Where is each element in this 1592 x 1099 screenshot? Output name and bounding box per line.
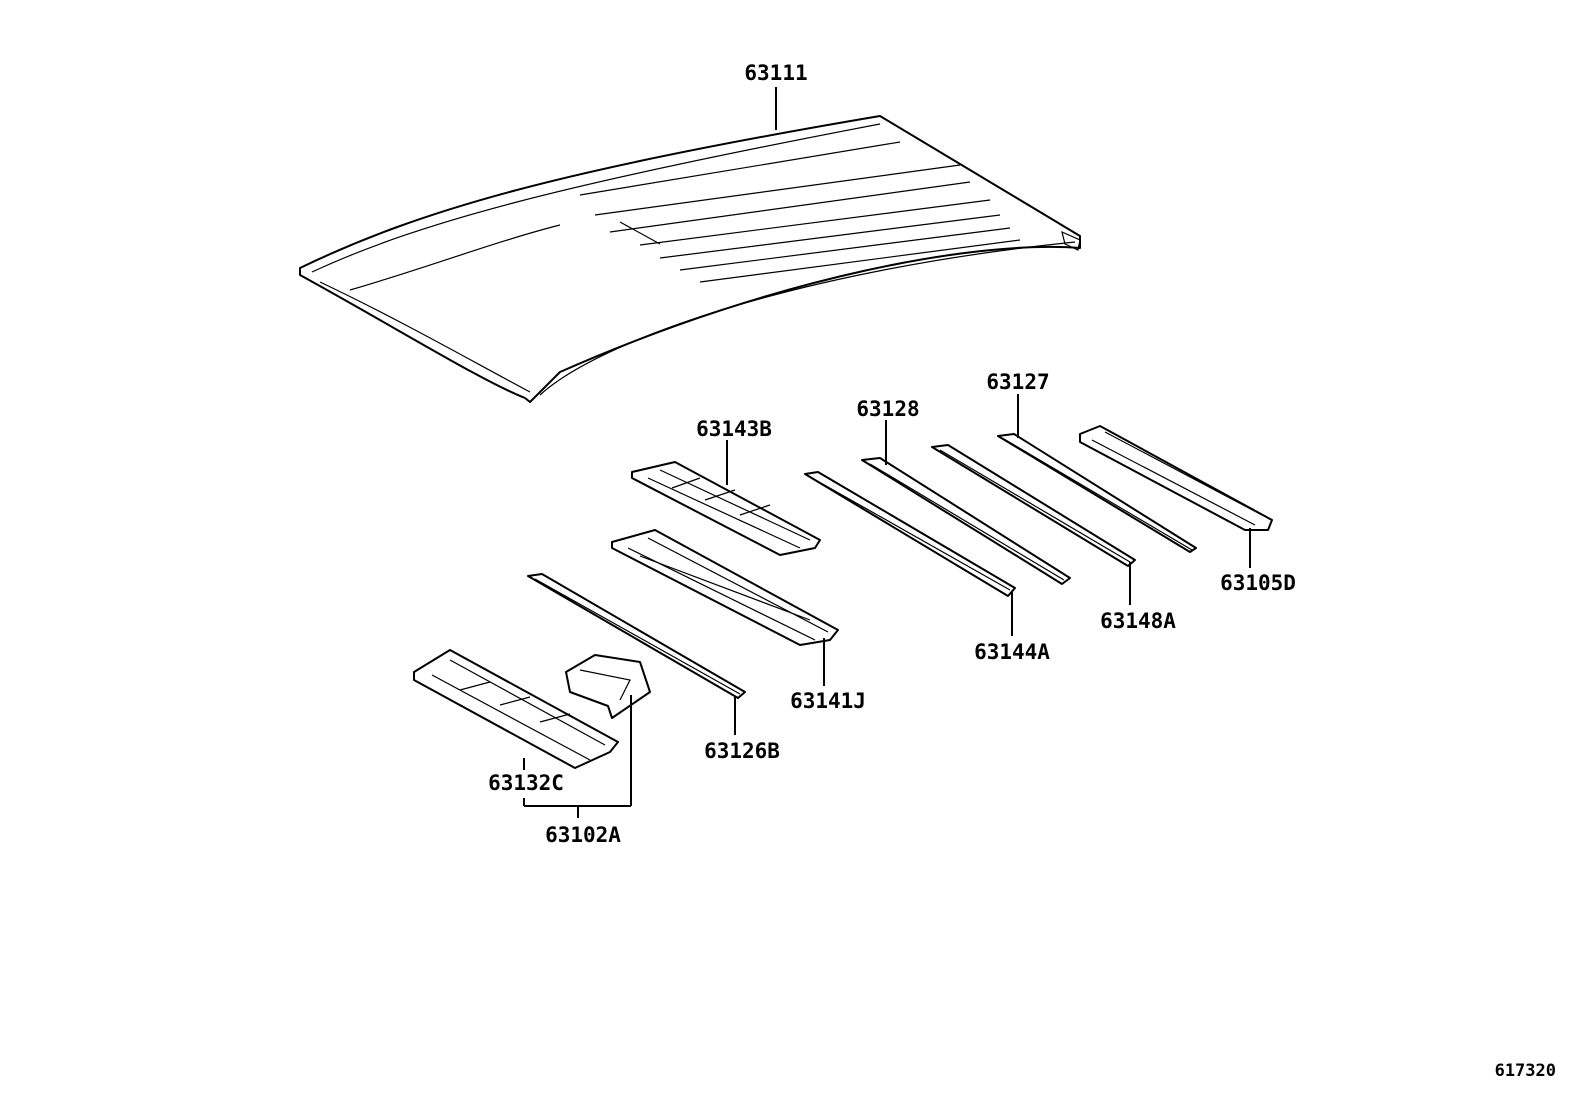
label-63105d[interactable]: 63105D — [1220, 571, 1296, 595]
leader-lines — [523, 87, 1251, 818]
label-63144a[interactable]: 63144A — [974, 640, 1050, 664]
label-roof-panel[interactable]: 63111 — [744, 61, 807, 85]
roof-bow-63127[interactable] — [997, 433, 1197, 553]
label-63102a[interactable]: 63102A — [545, 823, 621, 847]
roof-header-63143b[interactable] — [631, 461, 821, 556]
roof-rail-63105d[interactable] — [1079, 425, 1273, 531]
label-63143b[interactable]: 63143B — [696, 417, 772, 441]
roof-bow-63148a[interactable] — [931, 444, 1136, 567]
label-63141j[interactable]: 63141J — [790, 689, 866, 713]
roof-bow-63144a[interactable] — [804, 471, 1016, 597]
roof-panel-63132c[interactable] — [413, 649, 619, 769]
roof-bracket-63102a[interactable] — [565, 654, 651, 719]
label-63148a[interactable]: 63148A — [1100, 609, 1176, 633]
label-63126b[interactable]: 63126B — [704, 739, 780, 763]
roof-bow-63126b[interactable] — [527, 573, 746, 699]
roof-bow-63128[interactable] — [861, 457, 1071, 585]
sheet-number: 617320 — [1495, 1061, 1556, 1081]
label-63128[interactable]: 63128 — [856, 397, 919, 421]
roof-panel[interactable] — [299, 115, 1081, 403]
roof-header-63141j[interactable] — [611, 529, 839, 646]
part-labels: 63111 63143B 63128 63127 63105D 63148A 6… — [488, 61, 1296, 847]
label-63127[interactable]: 63127 — [986, 370, 1049, 394]
label-63132c[interactable]: 63132C — [488, 771, 564, 795]
